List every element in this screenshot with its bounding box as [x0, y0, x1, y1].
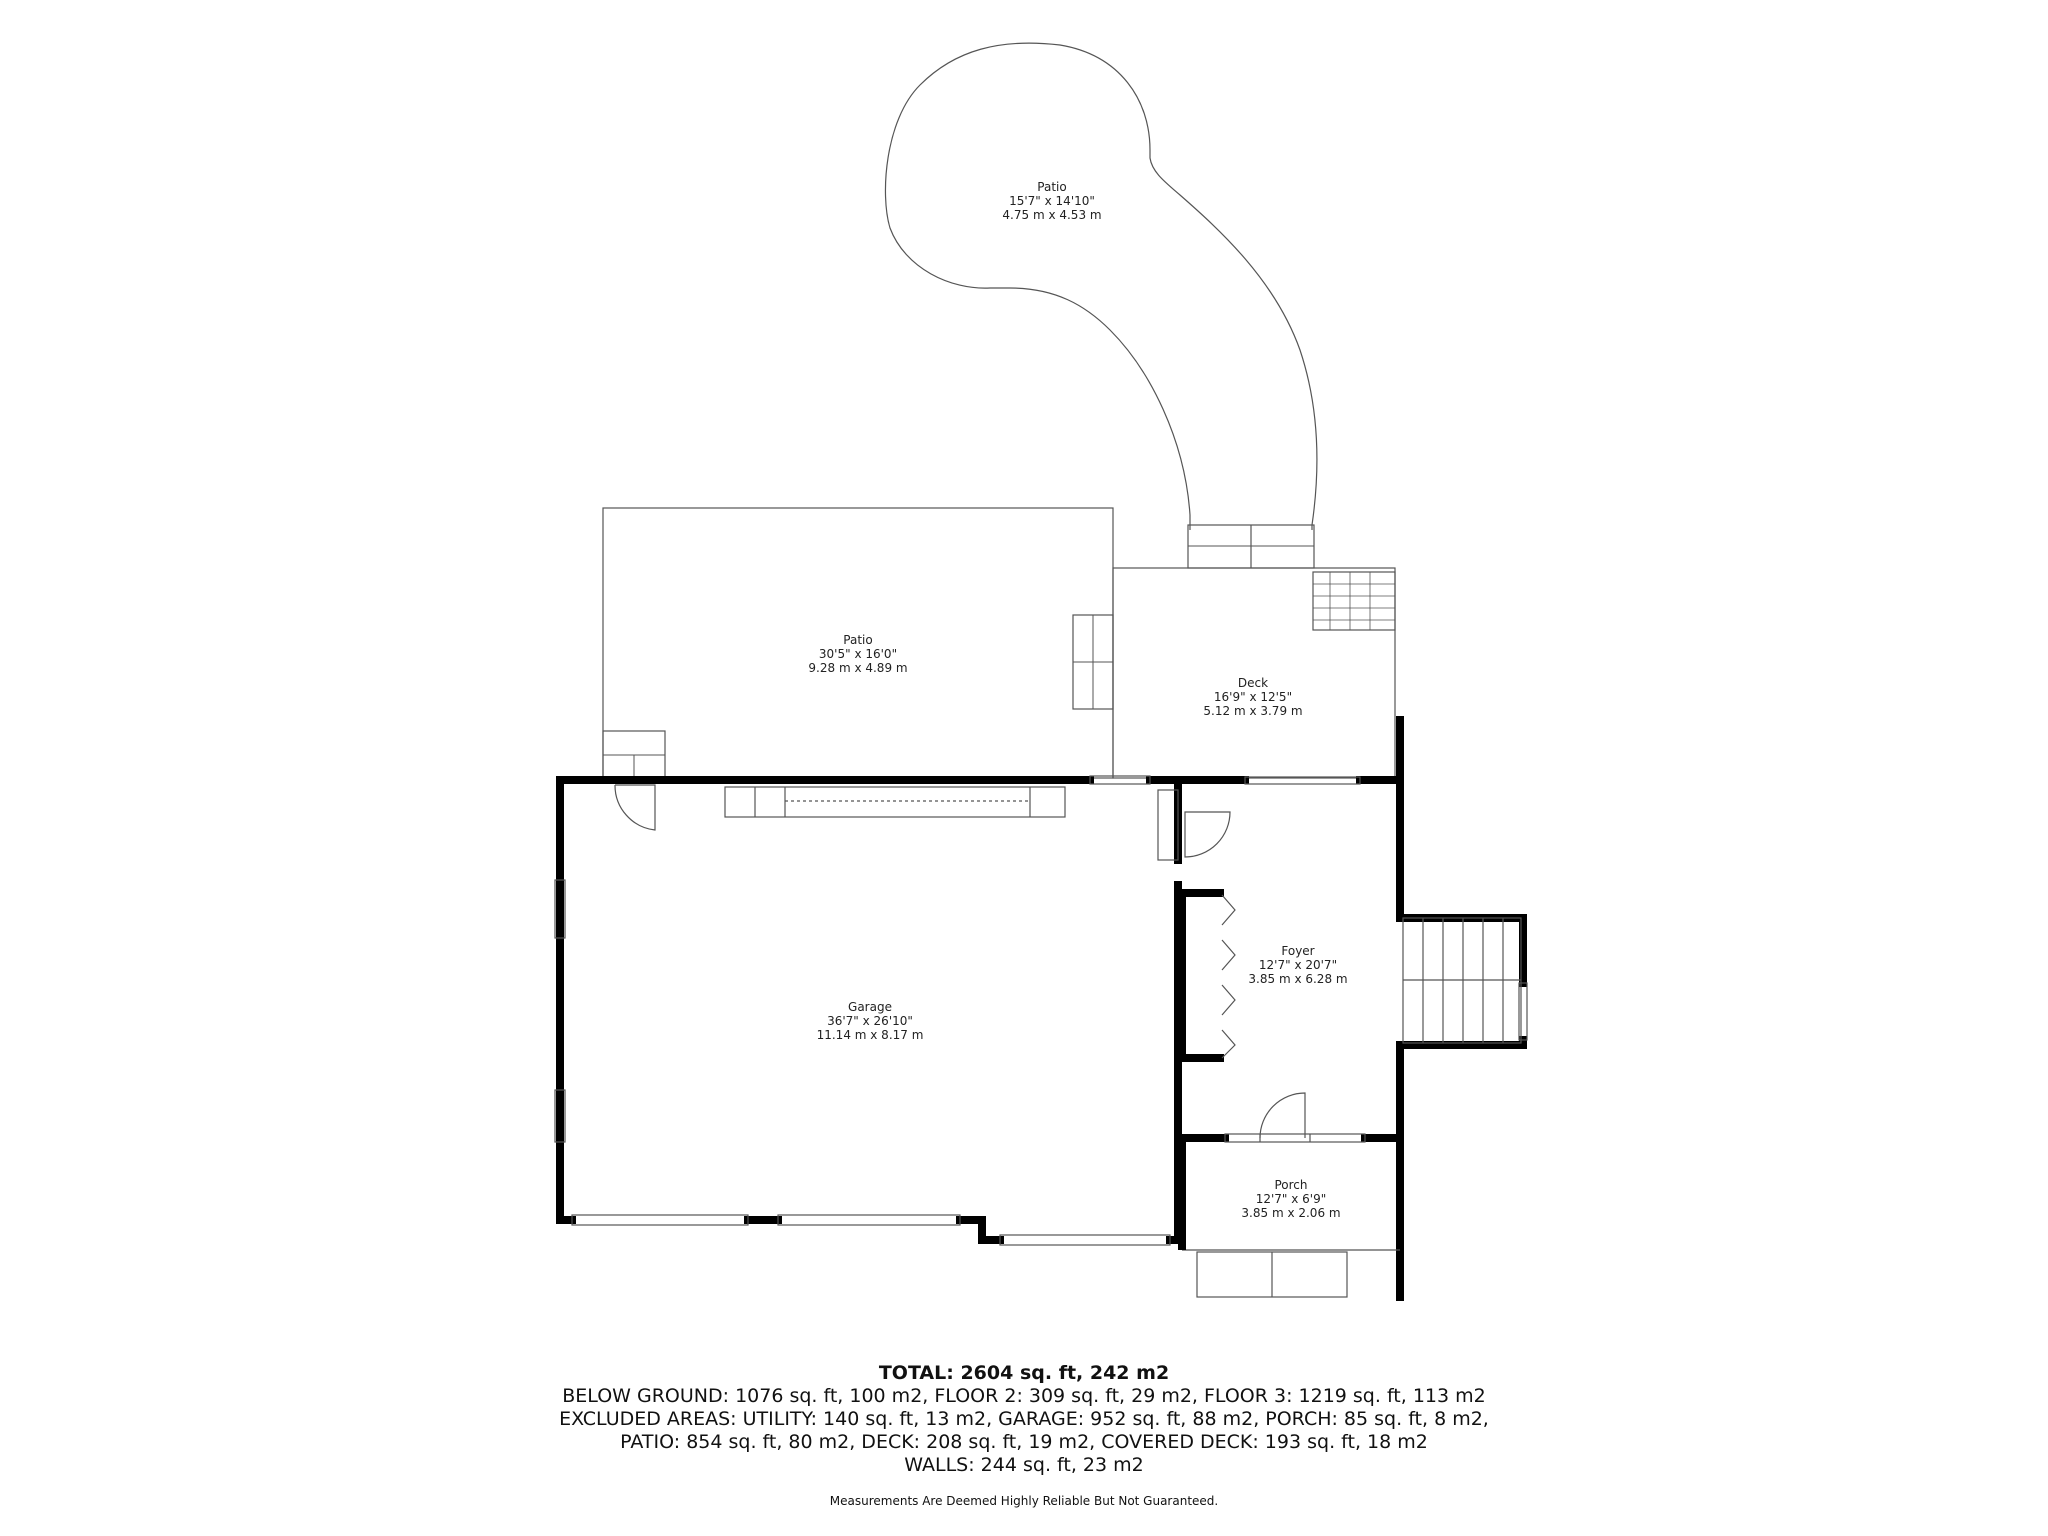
patio-top-label: Patio 15'7" x 14'10" 4.75 m x 4.53 m — [1002, 180, 1102, 222]
total-area: TOTAL: 2604 sq. ft, 242 m2 — [878, 1362, 1170, 1384]
deck-outline — [1112, 567, 1396, 779]
summary-line-1: BELOW GROUND: 1076 sq. ft, 100 m2, FLOOR… — [562, 1385, 1486, 1407]
summary-line-3: PATIO: 854 sq. ft, 80 m2, DECK: 208 sq. … — [620, 1431, 1428, 1453]
patio-left-label: Patio 30'5" x 16'0" 9.28 m x 4.89 m — [808, 633, 908, 675]
summary-line-4: WALLS: 244 sq. ft, 23 m2 — [904, 1454, 1144, 1476]
area-summary: TOTAL: 2604 sq. ft, 242 m2 BELOW GROUND:… — [0, 1362, 2048, 1508]
disclaimer: Measurements Are Deemed Highly Reliable … — [829, 1494, 1219, 1508]
summary-line-2: EXCLUDED AREAS: UTILITY: 140 sq. ft, 13 … — [559, 1408, 1489, 1430]
patio-top-outline — [884, 42, 1318, 530]
deck-label: Deck 16'9" x 12'5" 5.12 m x 3.79 m — [1203, 676, 1303, 718]
foyer-label: Foyer 12'7" x 20'7" 3.85 m x 6.28 m — [1248, 944, 1348, 986]
porch-label: Porch 12'7" x 6'9" 3.85 m x 2.06 m — [1241, 1178, 1341, 1220]
garage-label: Garage 36'7" x 26'10" 11.14 m x 8.17 m — [816, 1000, 924, 1042]
foyer-walls — [1174, 716, 1527, 1301]
